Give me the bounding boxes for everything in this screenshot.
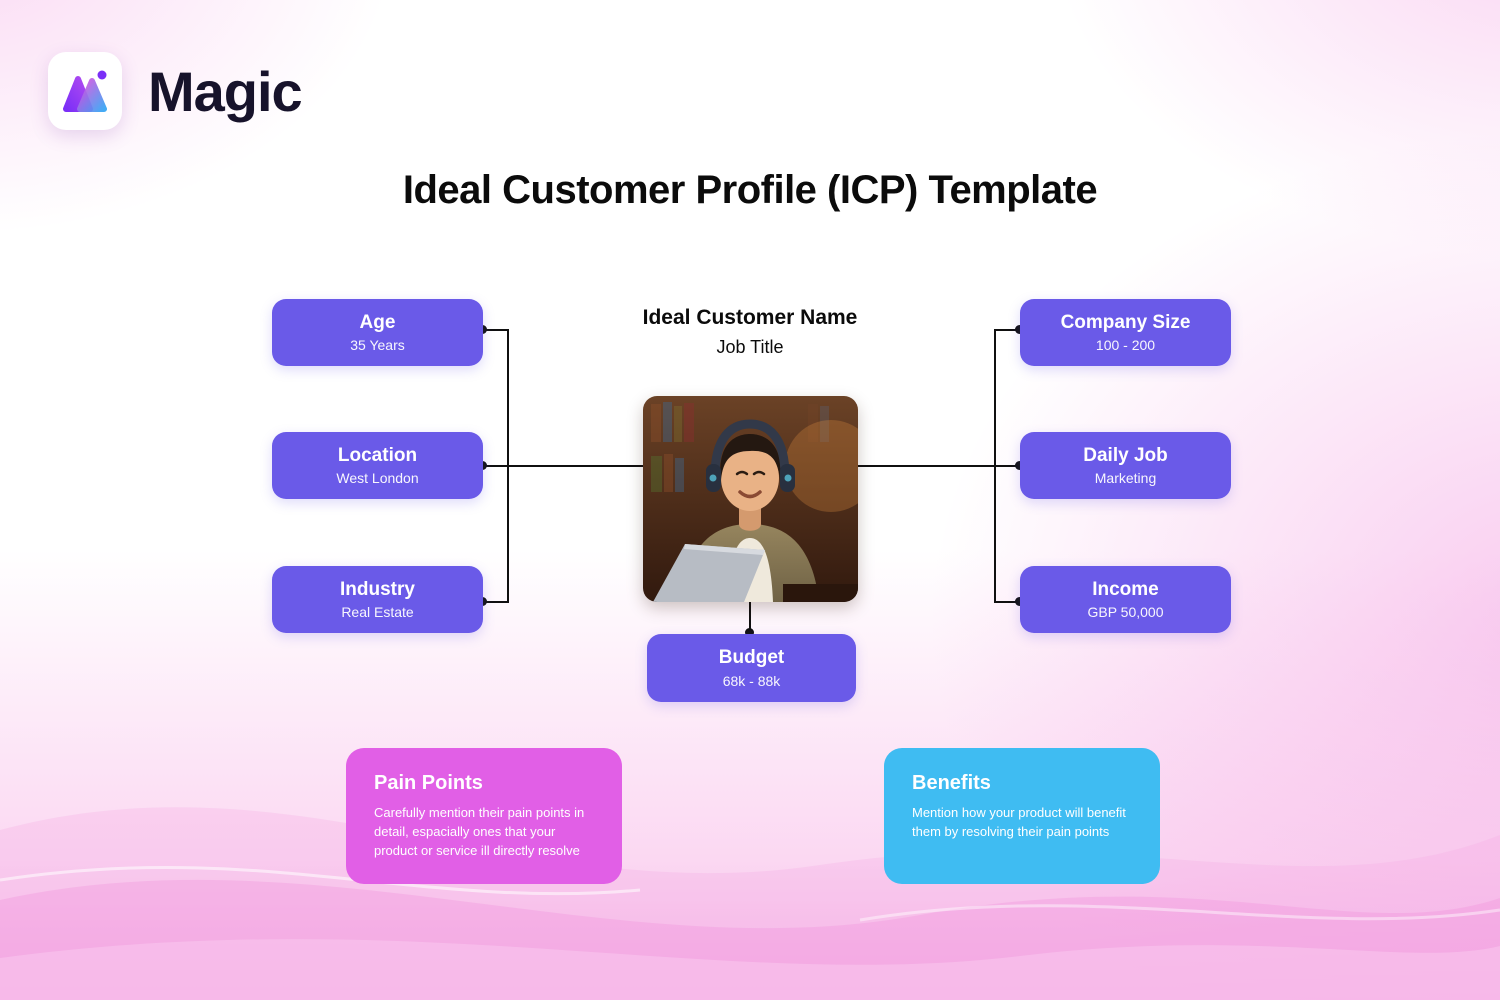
benefits-card: Benefits Mention how your product will b…	[884, 748, 1160, 884]
benefits-title: Benefits	[912, 772, 991, 794]
connector-budget	[749, 602, 751, 632]
connector-right-income	[994, 601, 1020, 603]
customer-name: Ideal Customer Name	[642, 306, 858, 329]
node-industry-value: Real Estate	[341, 604, 414, 621]
brand-logo: Magic	[48, 52, 303, 130]
brand-name: Magic	[148, 59, 303, 123]
node-budget-value: 68k - 88k	[722, 672, 781, 689]
connector-right-dailyjob	[858, 465, 1020, 467]
customer-job-title: Job Title	[716, 337, 784, 357]
magic-logo-icon	[48, 52, 122, 130]
node-age-value: 35 Years	[350, 337, 405, 354]
benefits-text: Mention how your product will benefit th…	[912, 805, 1126, 839]
customer-name-block: Ideal Customer Name Job Title	[0, 306, 1500, 358]
bookshelf-decor	[651, 402, 829, 492]
connector-left-age	[483, 329, 509, 331]
customer-photo	[643, 396, 858, 602]
node-budget-label: Budget	[718, 647, 785, 669]
connector-left-industry	[483, 601, 509, 603]
node-daily-job: Daily Job Marketing	[1020, 432, 1231, 499]
node-location-value: West London	[336, 470, 419, 487]
pain-points-card: Pain Points Carefully mention their pain…	[346, 748, 622, 884]
dot-company-size	[1015, 325, 1024, 334]
node-location-label: Location	[337, 444, 418, 466]
node-industry: Industry Real Estate	[272, 566, 483, 633]
node-income: Income GBP 50,000	[1020, 566, 1231, 633]
node-company-size-label: Company Size	[1060, 311, 1191, 333]
node-company-size: Company Size 100 - 200	[1020, 299, 1231, 366]
node-industry-label: Industry	[340, 578, 415, 600]
node-income-label: Income	[1092, 578, 1159, 600]
node-location: Location West London	[272, 432, 483, 499]
node-budget: Budget 68k - 88k	[647, 634, 856, 702]
node-age: Age 35 Years	[272, 299, 483, 366]
node-age-label: Age	[359, 311, 396, 333]
connector-left-location	[483, 465, 643, 467]
dot-daily-job	[1015, 461, 1024, 470]
node-company-size-value: 100 - 200	[1095, 337, 1156, 354]
pain-points-text: Carefully mention their pain points in d…	[374, 805, 585, 858]
node-daily-job-value: Marketing	[1094, 470, 1157, 487]
page-title: Ideal Customer Profile (ICP) Template	[402, 168, 1098, 212]
pain-points-title: Pain Points	[374, 772, 483, 794]
connector-right-company	[994, 329, 1020, 331]
node-income-value: GBP 50,000	[1087, 604, 1164, 621]
dot-budget	[745, 628, 754, 637]
dot-income	[1015, 597, 1024, 606]
node-daily-job-label: Daily Job	[1083, 444, 1168, 466]
